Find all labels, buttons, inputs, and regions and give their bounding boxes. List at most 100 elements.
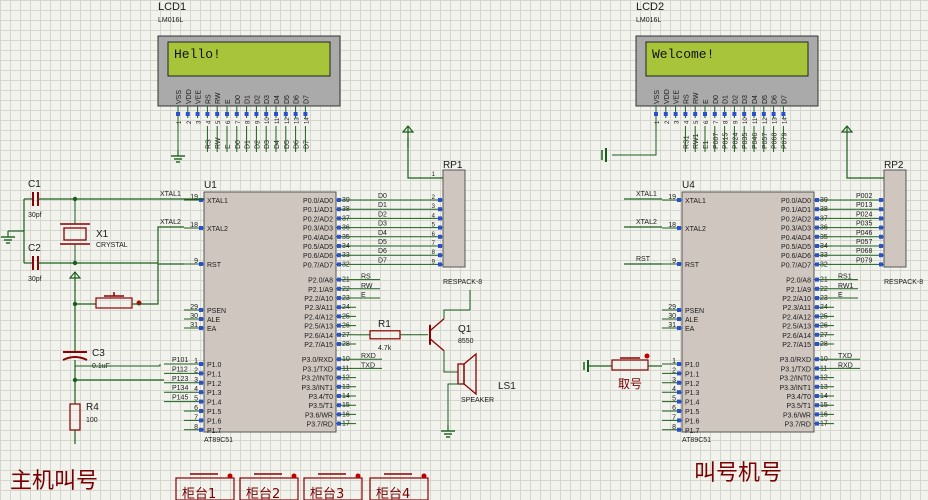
u4-pin-name: P0.6/AD6 — [781, 253, 811, 260]
lcd2-pin-dot — [712, 112, 717, 116]
u1-pin-name: P1.7 — [207, 428, 222, 435]
u4-bus-label: P068 — [856, 248, 872, 255]
u4-pin-dot — [677, 226, 681, 230]
u4-pin-num: 9 — [672, 258, 676, 265]
u1-pin-num: 29 — [190, 304, 198, 311]
rp1-pin-num: 2 — [432, 195, 436, 201]
lcd1-net-label: D1 — [245, 140, 252, 149]
lcd1-pin-num: 14 — [304, 117, 310, 124]
lcd1-pin-label: D0 — [235, 95, 242, 104]
u4-pin-name: P0.0/AD0 — [781, 198, 811, 205]
u1-bus-label: D4 — [378, 230, 387, 237]
u4-pin-name: P0.3/AD3 — [781, 226, 811, 233]
lcd2-pin-num: 5 — [694, 120, 700, 124]
lcd2-pin-dot — [654, 112, 658, 116]
x1-junction — [72, 196, 78, 202]
x1-body — [63, 227, 87, 241]
lcd1-pin-num: 7 — [236, 120, 242, 124]
u1-pin-name: P1.5 — [207, 409, 222, 416]
u4-pin-dot — [677, 399, 681, 404]
lcd2-ref: LCD2 — [636, 1, 664, 13]
u4-pin-dot — [815, 296, 819, 300]
u4-bus-label: P013 — [856, 202, 872, 209]
u1-pin-dot — [199, 317, 203, 321]
u1-pin-dot — [337, 296, 341, 300]
u4-pin-dot — [815, 244, 819, 248]
rp2-pin-dot — [879, 234, 883, 239]
lcd1-pin-num: 13 — [295, 117, 301, 124]
u1-pin-num: 18 — [190, 222, 198, 229]
u4-pin-name: P2.1/A9 — [786, 287, 811, 294]
u1-pin-name: P0.1/AD1 — [303, 207, 333, 214]
u1-pin-dot — [199, 262, 203, 266]
lcd1-pin-label: VEE — [196, 90, 203, 104]
rp1-pin-num: 8 — [432, 250, 436, 256]
u4-pin-name: P3.1/TXD — [781, 366, 811, 373]
xtal2-wire-b — [157, 226, 184, 263]
u1-pin-dot — [337, 234, 341, 239]
u1-pin-dot — [337, 384, 341, 389]
u4-pin-name: P2.7/A15 — [782, 342, 811, 349]
u4-bus-label: P035 — [856, 221, 872, 228]
lcd1-pin-label: RW — [215, 92, 222, 104]
lcd2-pin-dot — [732, 112, 737, 116]
u1-pin-dot — [199, 371, 203, 376]
u4-p2-label: RW1 — [838, 283, 854, 290]
u1-pin-num: 8 — [194, 424, 198, 431]
lcd1-pin-num: 3 — [197, 120, 203, 124]
u4-pin-name: P2.4/A12 — [782, 314, 811, 321]
q1-emitter-wire — [443, 309, 470, 319]
u4-pin-dot — [815, 375, 819, 380]
u1-pin-dot — [337, 342, 341, 346]
lcd2-net-label: P046 — [752, 133, 759, 149]
u1-pin-name: P1.0 — [207, 362, 222, 369]
u4-left-label: RST — [636, 256, 651, 263]
lcd1-screen-text: Hello! — [174, 47, 221, 62]
rp1-pin-num: 3 — [432, 204, 436, 210]
u4-pin-dot — [815, 198, 819, 202]
q1-value: 8550 — [458, 338, 474, 345]
u4-pin-dot — [815, 277, 819, 282]
counter-label-4: 柜台4 — [376, 487, 410, 500]
u4-pin-name: P0.1/AD1 — [781, 207, 811, 214]
lcd2-pin-dot — [663, 112, 668, 116]
reset-vcc-arrow — [68, 271, 82, 279]
lcd2-pin-label: VEE — [674, 90, 681, 104]
lcd2-pin-num: 13 — [773, 117, 779, 124]
lcd1-pin-dot — [195, 112, 200, 116]
u1-pin-dot — [199, 198, 203, 202]
lcd1-model: LM016L — [158, 17, 183, 24]
lcd2-net-label: P057 — [762, 133, 769, 149]
main-caller-label: 主机叫号 — [10, 469, 98, 494]
ls1-ground-wire — [447, 383, 461, 425]
u1-p3-label: RXD — [361, 353, 376, 360]
u4-pin-num: 8 — [672, 424, 676, 431]
rp1-pin-dot — [438, 207, 442, 212]
u1-pin-dot — [337, 286, 341, 291]
u1-xtal2-label: XTAL2 — [160, 219, 181, 226]
u4-pin-dot — [815, 357, 819, 362]
u1-p1-label: P123 — [172, 376, 188, 383]
u4-pin-name: P1.5 — [685, 409, 700, 416]
lcd1-pin-dot — [283, 112, 288, 116]
rp2-pin-dot — [879, 225, 883, 230]
u4-pin-name: P1.4 — [685, 400, 700, 407]
lcd2-pin-label: RS — [683, 94, 690, 104]
lcd1-pin-dot — [215, 112, 220, 116]
u4-pin-num: 5 — [672, 396, 676, 403]
u1-pin-dot — [337, 357, 341, 362]
u1-pin-name: P0.6/AD6 — [303, 253, 333, 260]
u4-pin-num: 33 — [820, 252, 828, 259]
lcd1-pin-label: VSS — [176, 90, 183, 104]
u1-pin-dot — [199, 226, 203, 230]
u1-p1-label: P134 — [172, 385, 188, 392]
u4-pin-num: 19 — [668, 194, 676, 201]
u4-pin-num: 7 — [672, 414, 676, 421]
lcd1-pin-label: D4 — [274, 95, 281, 104]
u1-pin-dot — [199, 390, 203, 395]
lcd1-pin-num: 6 — [226, 120, 232, 124]
counter-button-dot — [227, 473, 233, 479]
lcd1-pin-dot — [293, 112, 298, 116]
lcd1-pin-num: 11 — [275, 117, 281, 124]
